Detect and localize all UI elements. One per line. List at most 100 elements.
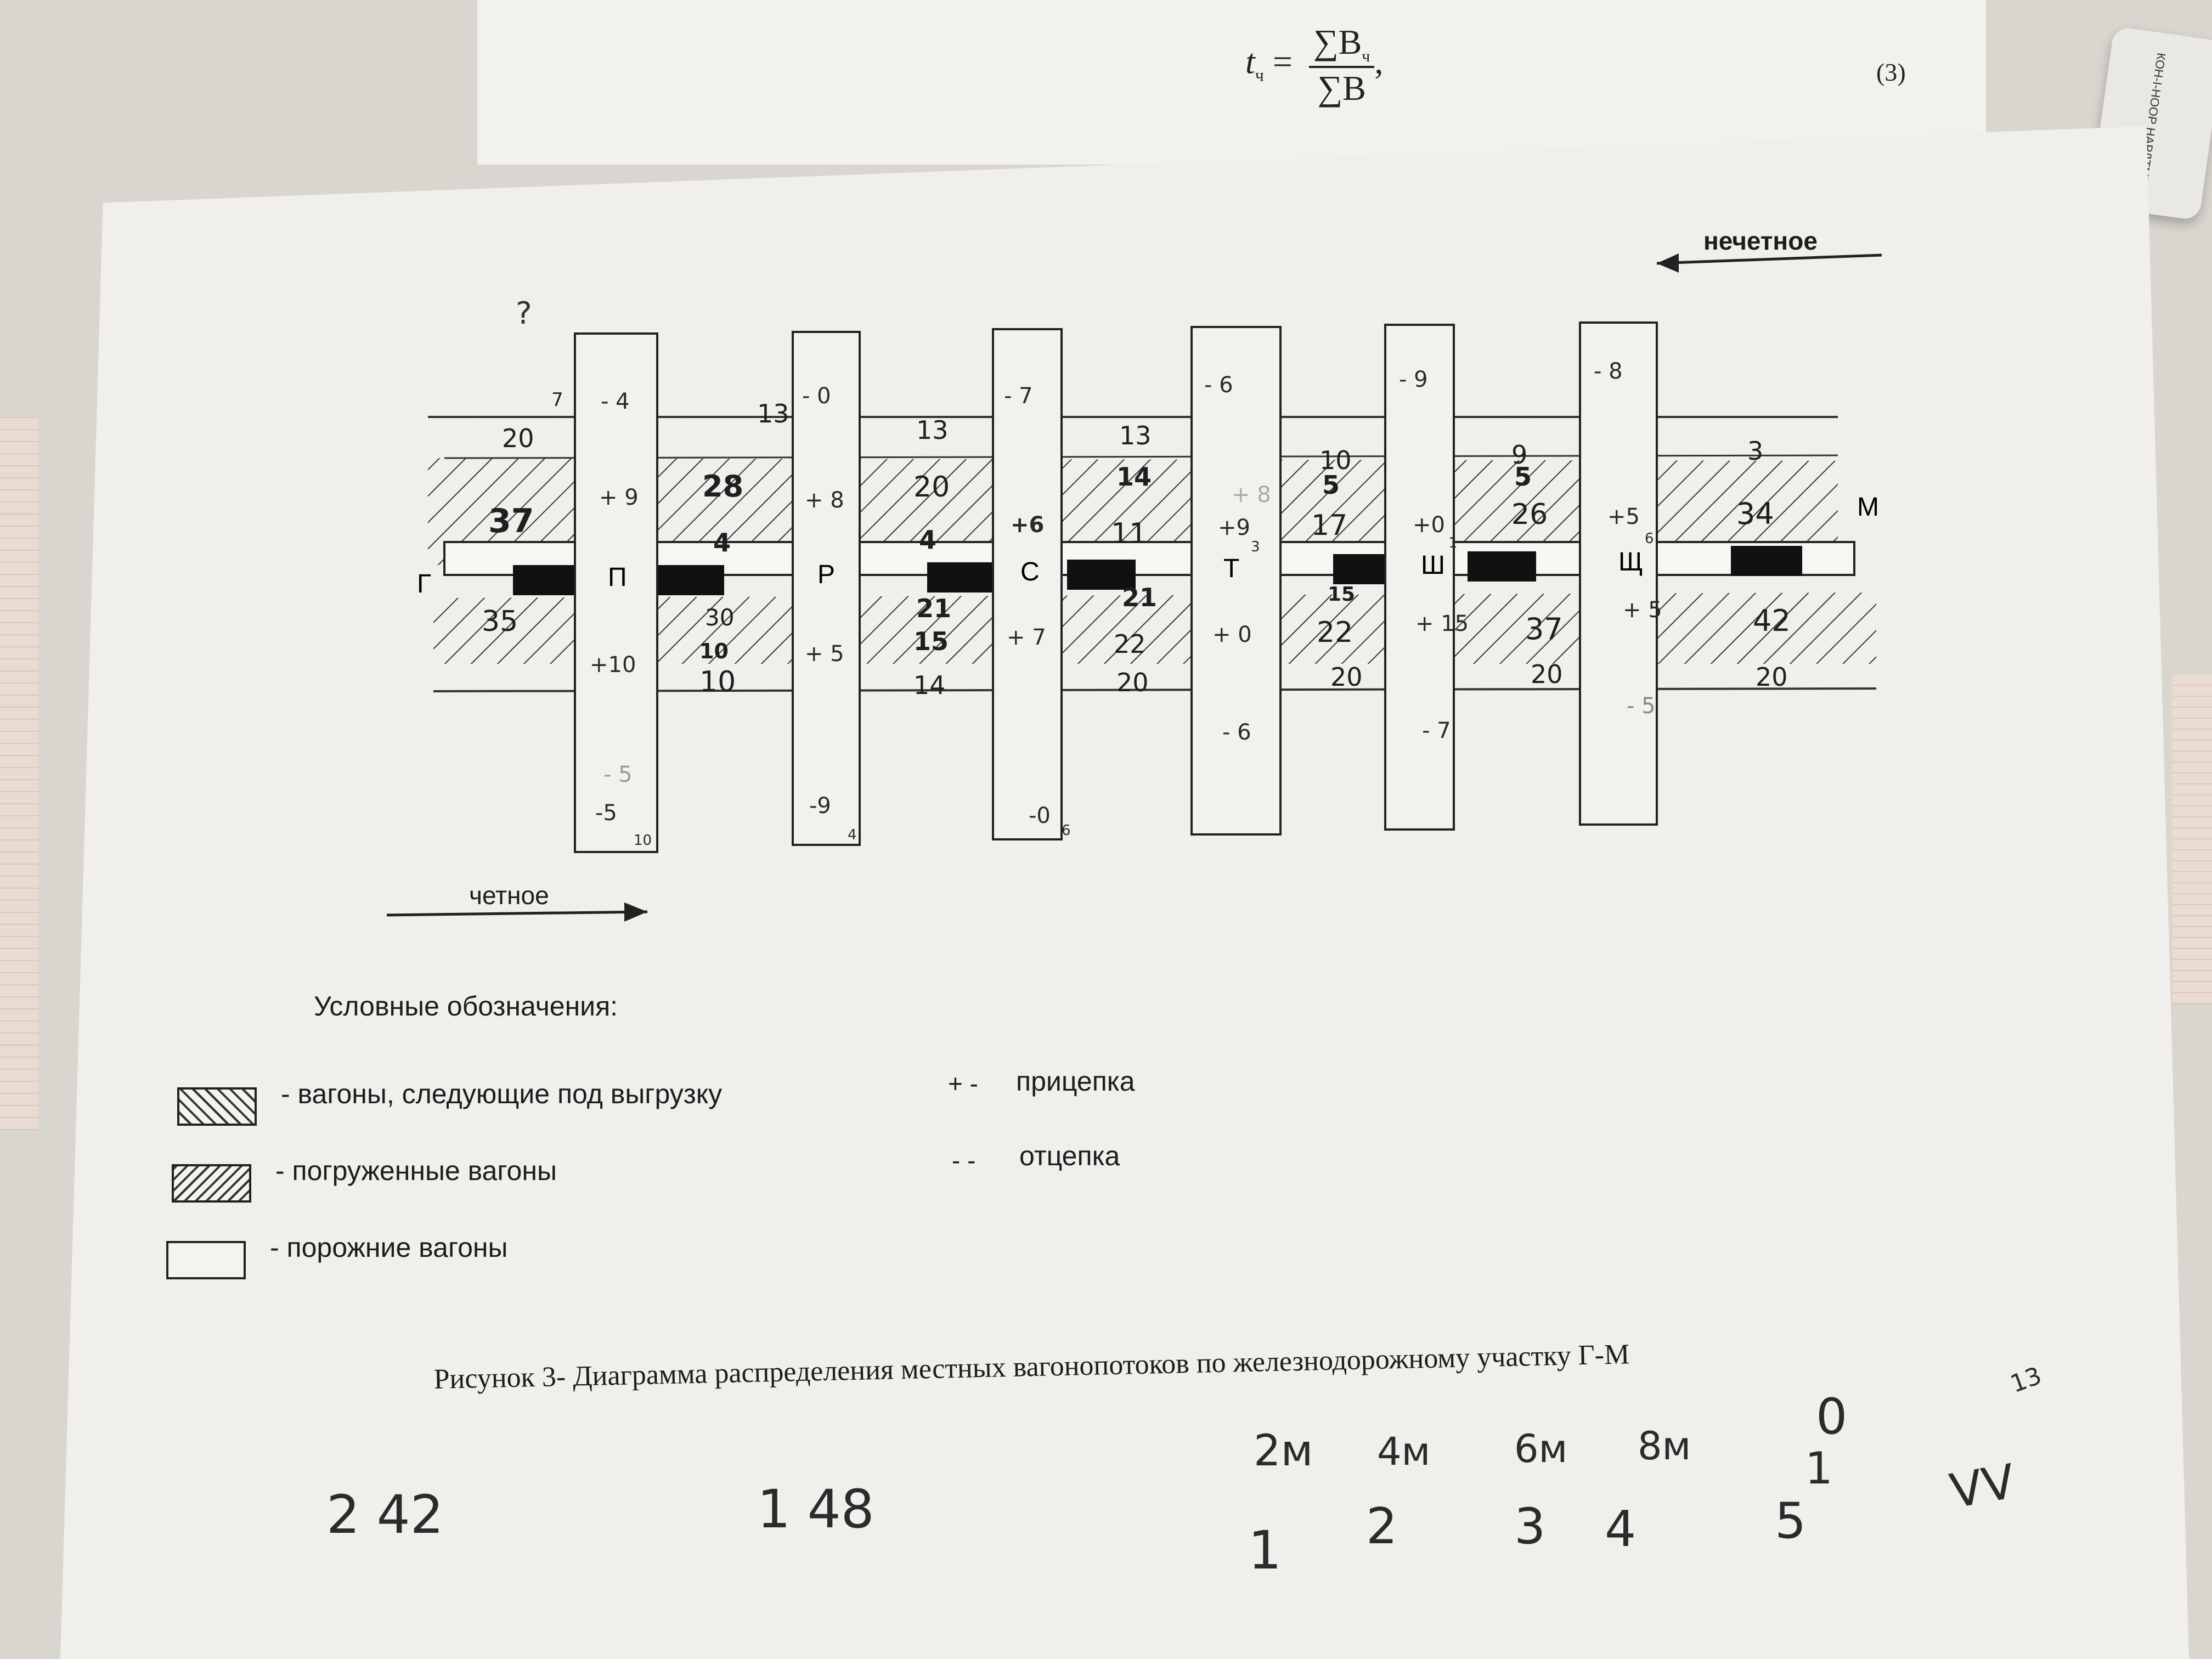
station-column-shch [1579,321,1658,826]
station-column-r [792,331,861,846]
col-p-mid-top: + 9 [599,485,639,510]
question-mark: ? [516,296,532,331]
station-m: М [1857,493,1879,522]
col-shch-mid-bottom: + 5 [1623,597,1662,623]
legend-unload-swatch [177,1087,257,1126]
col-s-bottom-sub: 6 [1062,822,1071,839]
col-s-mid-top: +6 [1011,512,1044,538]
col-p-bottom: -5 [595,800,617,826]
direction-odd-label: нечетное [1703,227,1818,255]
col-shch-mid-top-sub: 6 [1645,531,1654,547]
col-sh-mid-bottom: + 15 [1415,611,1469,636]
station-t: Т [1223,554,1239,583]
col-t-mid-top-sub: 3 [1251,539,1260,555]
formula-num-sub: ч [1362,47,1370,65]
station-column-p [574,332,658,853]
note-8m: 8м [1638,1424,1691,1469]
note-row-2: 2 [1366,1498,1398,1555]
lower-2-mid: 15 [913,627,949,656]
col-s-bottom: -0 [1029,803,1051,828]
col-shch-bottom: - 5 [1627,693,1656,719]
note-row-3: 3 [1514,1498,1546,1555]
col-r-mid-top: + 8 [805,488,844,513]
paper-sheet [60,126,2189,1659]
direction-even-label: четное [469,881,549,910]
col-t-mid-bottom: + 0 [1212,622,1252,647]
upper-2-top: 13 [916,415,949,445]
formula-fraction: ∑Bч ∑B [1308,22,1375,109]
col-p-top: - 4 [601,389,630,414]
note-vv: VV [1946,1454,2019,1520]
col-p-faint: - 5 [603,762,633,787]
lower-4-lower: 20 [1330,662,1363,692]
lower-2-upper: 21 [916,594,951,623]
lower-6-lower: 20 [1756,662,1788,692]
lower-3-mid: 22 [1114,629,1146,659]
legend-plus-symbol: + - [948,1069,978,1098]
col-shch-top: - 8 [1594,359,1623,384]
legend-minus-text: отцепка [1019,1141,1120,1171]
note-row-5: 5 [1775,1492,1807,1550]
upper-2-low: 4 [919,525,936,555]
col-t-top: - 6 [1204,373,1233,398]
formula-tail: , [1374,42,1384,81]
track-block [927,562,998,592]
station-sh: Ш [1421,551,1445,580]
upper-5-mid: 5 [1514,462,1532,492]
station-g: Г [417,569,431,599]
col-sh-top: - 9 [1399,367,1428,392]
track-block [513,565,584,595]
lower-4-mid: 22 [1317,616,1353,649]
col-r-mid-bottom: + 5 [805,641,844,667]
upper-5-top: 9 [1511,440,1527,470]
col-sh-mid-top: +0 [1413,512,1445,538]
formula: tч = ∑Bч ∑B , [1245,22,1384,109]
lower-1-lower: 10 [699,665,736,698]
upper-0-mid: 37 [488,502,534,540]
track-block [1067,560,1136,590]
col-p-bottom-sub: 10 [634,832,652,849]
col-r-bottom: -9 [809,793,831,819]
equation-number: (3) [1876,58,1906,86]
legend-loaded-label: - погруженные вагоны [275,1155,557,1186]
legend-plus-text: прицепка [1016,1066,1135,1097]
upper-3-top: 13 [1119,421,1152,450]
lower-1-mid: 10 [699,639,729,663]
graph-paper-left [0,417,38,1130]
upper-6-mid: 34 [1736,496,1774,531]
legend-empty-swatch [166,1241,246,1279]
station-column-s [992,328,1063,840]
upper-1-low: 4 [713,528,731,557]
upper-left-mark: 7 [551,389,563,411]
station-s: С [1020,557,1040,586]
legend-loaded-swatch [172,1164,251,1203]
graph-paper-right [2172,675,2212,1004]
lower-3-upper: 21 [1122,583,1157,612]
col-p-mid-bottom: +10 [590,652,636,678]
lower-4-upper: 15 [1328,583,1355,606]
note-242: 2 42 [326,1484,444,1545]
upper-2-mid: 20 [913,471,950,504]
upper-1-top: 13 [757,399,789,428]
upper-3-low: 11 [1111,517,1147,550]
col-sh-bottom: - 7 [1422,718,1451,743]
note-one: 1 [1805,1443,1833,1494]
note-148: 1 48 [757,1479,874,1540]
lower-5-mid: 37 [1525,612,1563,646]
track-block [653,565,724,595]
station-column-sh [1384,324,1455,831]
col-t-mid-top: +9 [1218,515,1250,540]
formula-numerator: ∑B [1313,22,1362,61]
lower-2-lower: 14 [913,670,946,700]
lower-6-mid: 42 [1753,603,1791,638]
upper-1-mid: 28 [702,469,743,504]
legend-unload-label: - вагоны, следующие под выгрузку [281,1079,723,1109]
upper-4-mid: 5 [1322,470,1340,500]
formula-denominator: ∑B [1317,68,1366,108]
lower-1-upper: 30 [705,604,734,631]
upper-4-top: 10 [1319,445,1352,475]
col-t-bottom: - 6 [1222,720,1251,745]
note-4m: 4м [1377,1429,1431,1474]
legend-empty-label: - порожние вагоны [270,1232,508,1263]
lower-0-upper: 35 [482,605,518,638]
